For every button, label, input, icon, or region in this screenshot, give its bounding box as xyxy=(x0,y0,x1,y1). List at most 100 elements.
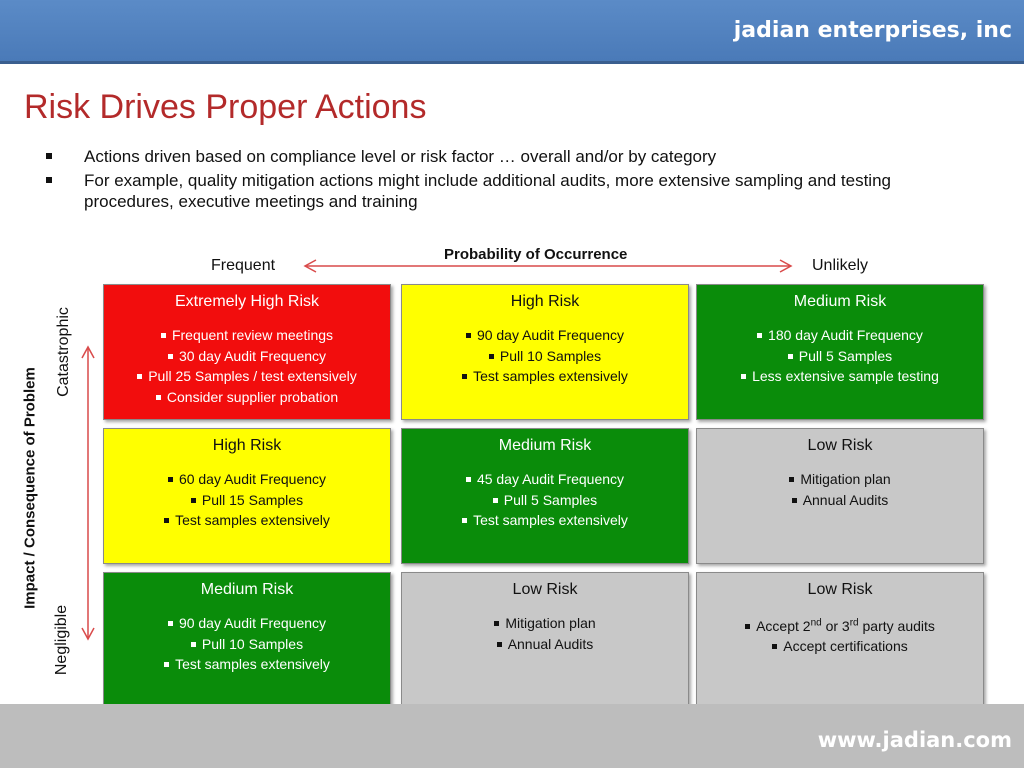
risk-action-item: Frequent review meetings xyxy=(104,325,390,346)
risk-action-text: Pull 5 Samples xyxy=(798,347,893,364)
risk-action-text: 60 day Audit Frequency xyxy=(178,471,327,487)
risk-action-item: Annual Audits xyxy=(402,634,688,655)
risk-action-text: Annual Audits xyxy=(802,491,889,508)
risk-action-text: Pull 15 Samples xyxy=(201,491,304,508)
risk-action-text: Less extensive sample testing xyxy=(752,368,939,384)
risk-action-item: Test samples extensively xyxy=(402,366,688,387)
vertical-double-arrow-icon xyxy=(81,345,95,641)
bullet-icon xyxy=(462,374,468,379)
risk-cell-title: High Risk xyxy=(510,293,580,310)
risk-action-item: 30 day Audit Frequency xyxy=(104,346,390,367)
company-name: jadian enterprises, inc xyxy=(733,18,1012,43)
risk-action-text: Test samples extensively xyxy=(175,656,330,672)
bullet-icon xyxy=(155,394,161,400)
risk-action-item: 90 day Audit Frequency xyxy=(104,613,390,634)
bullet-icon xyxy=(160,333,166,338)
bullet-icon xyxy=(741,374,747,379)
risk-action-item: Pull 10 Samples xyxy=(104,634,390,655)
footer-bar: www.jadian.com xyxy=(0,704,1024,768)
bullet-icon xyxy=(757,333,763,338)
risk-action-text: Pull 25 Samples / test extensively xyxy=(148,368,357,384)
risk-action-text: 180 day Audit Frequency xyxy=(768,327,923,343)
bullet-icon xyxy=(465,477,471,482)
risk-action-item: Test samples extensively xyxy=(104,654,390,675)
risk-action-item: 45 day Audit Frequency xyxy=(402,469,688,490)
bullet-icon xyxy=(167,353,173,359)
website-url: www.jadian.com xyxy=(817,728,1012,752)
bullet-icon xyxy=(167,477,173,482)
probability-axis-title: Probability of Occurrence xyxy=(444,246,628,263)
bullet-icon xyxy=(791,497,797,503)
risk-action-item: 60 day Audit Frequency xyxy=(104,469,390,490)
bullet-icon xyxy=(462,518,468,523)
risk-action-text: Test samples extensively xyxy=(473,512,628,528)
risk-action-text: Annual Audits xyxy=(507,635,594,652)
unlikely-label: Unlikely xyxy=(812,257,869,274)
bullet-icon xyxy=(164,662,170,667)
bullet-icon xyxy=(492,497,498,503)
risk-action-text: 90 day Audit Frequency xyxy=(476,327,625,343)
risk-action-item: Pull 5 Samples xyxy=(697,346,983,367)
bullet-icon xyxy=(789,477,795,482)
risk-action-item: Less extensive sample testing xyxy=(697,366,983,387)
risk-action-item: Mitigation plan xyxy=(697,469,983,490)
bullet-icon xyxy=(496,641,502,647)
risk-action-text: Pull 10 Samples xyxy=(499,347,602,364)
bullet-icon xyxy=(46,177,52,183)
risk-action-text: 30 day Audit Frequency xyxy=(178,347,327,364)
bullet-icon xyxy=(190,641,196,647)
bullet-icon xyxy=(190,497,196,503)
risk-action-item: Accept 2nd or 3rd party audits xyxy=(697,613,983,636)
bullet-icon xyxy=(745,623,751,629)
bullet-list: Actions driven based on compliance level… xyxy=(40,146,940,215)
risk-action-item: 90 day Audit Frequency xyxy=(402,325,688,346)
risk-cell-title: Medium Risk xyxy=(793,293,887,310)
risk-action-item: Annual Audits xyxy=(697,490,983,511)
bullet-item: Actions driven based on compliance level… xyxy=(40,146,940,167)
bullet-icon xyxy=(494,621,500,626)
risk-action-item: Pull 25 Samples / test extensively xyxy=(104,366,390,387)
bullet-text: For example, quality mitigation actions … xyxy=(84,171,891,211)
risk-action-text: Consider supplier probation xyxy=(166,388,339,405)
slide-title: Risk Drives Proper Actions xyxy=(24,88,427,126)
risk-action-text: Test samples extensively xyxy=(473,368,628,384)
risk-action-text: 45 day Audit Frequency xyxy=(476,471,625,487)
risk-action-text: Accept 2nd or 3rd party audits xyxy=(756,617,935,634)
bullet-icon xyxy=(137,374,143,379)
risk-cell-title: Extremely High Risk xyxy=(174,293,320,310)
risk-cell-title: Medium Risk xyxy=(200,581,294,598)
bullet-icon xyxy=(488,353,494,359)
risk-action-text: Accept certifications xyxy=(783,638,908,655)
risk-action-text: Test samples extensively xyxy=(175,512,330,528)
bullet-item: For example, quality mitigation actions … xyxy=(40,170,940,212)
bullet-icon xyxy=(465,333,471,338)
bullet-text: Actions driven based on compliance level… xyxy=(84,147,717,166)
risk-cell-title: High Risk xyxy=(212,437,282,454)
bullet-icon xyxy=(46,153,52,159)
risk-action-text: Mitigation plan xyxy=(505,615,596,631)
header-bar: jadian enterprises, inc xyxy=(0,0,1024,64)
negligible-label: Negligible xyxy=(53,604,70,676)
frequent-label: Frequent xyxy=(211,257,276,274)
risk-action-item: Accept certifications xyxy=(697,636,983,657)
risk-action-item: Test samples extensively xyxy=(402,510,688,531)
risk-cell-title: Medium Risk xyxy=(498,437,592,454)
risk-action-item: Pull 10 Samples xyxy=(402,346,688,367)
